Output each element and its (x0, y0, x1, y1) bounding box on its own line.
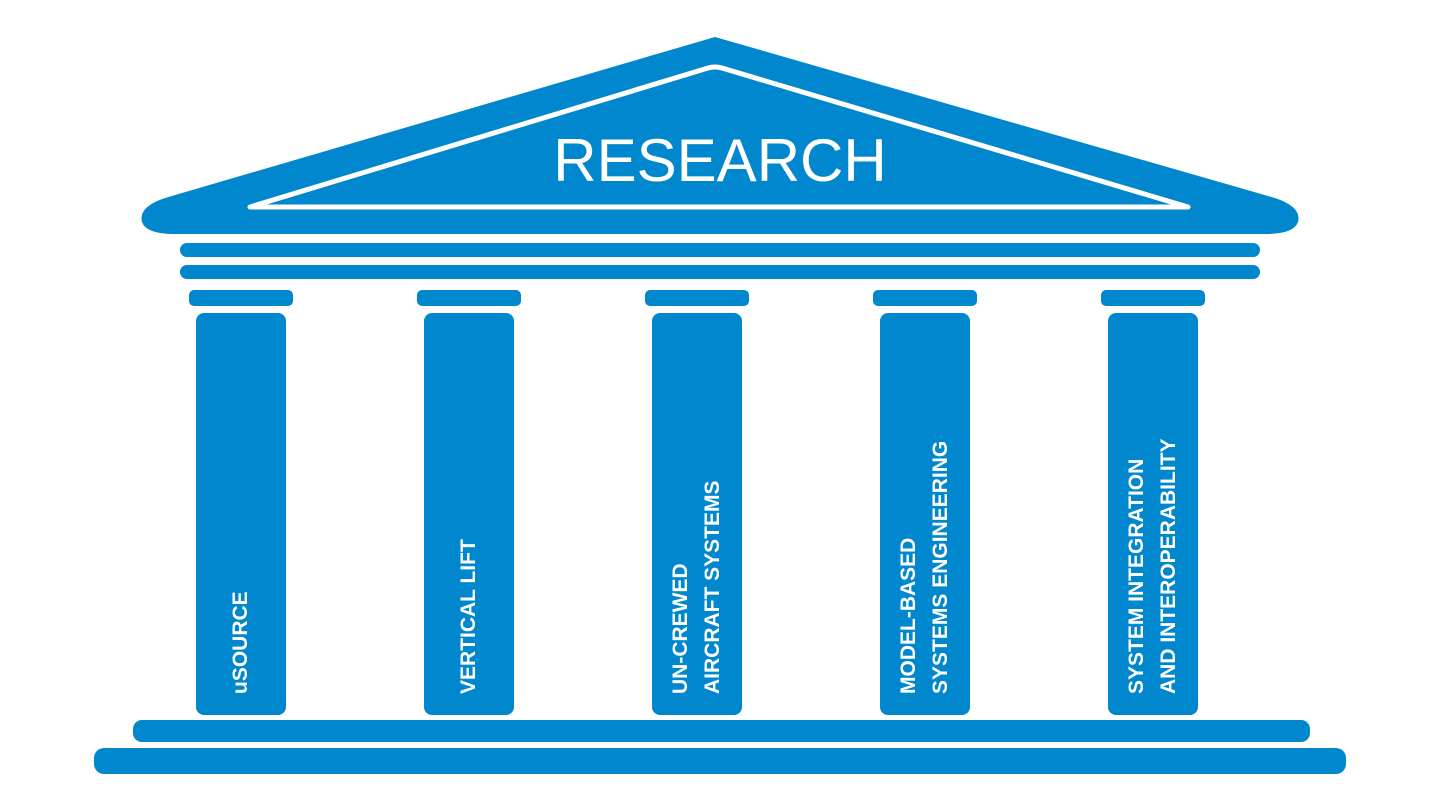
pillar-label-line: VERTICAL LIFT (457, 539, 480, 694)
base-step-lower (94, 748, 1346, 774)
pillar-shaft (196, 313, 286, 715)
pillar-shaft (1108, 313, 1198, 715)
pillar-capital (645, 290, 749, 306)
pillar-shaft (424, 313, 514, 715)
pillar-label-line: UN-CREWED (669, 563, 692, 694)
pillar-label-line: uSOURCE (229, 591, 252, 694)
roof-pediment (141, 37, 1299, 234)
pillar-shaft (652, 313, 742, 715)
entablature-band-bottom (180, 265, 1260, 279)
pillar-capital (417, 290, 521, 306)
roof-inner-outline (247, 64, 1191, 210)
base-step-upper (133, 720, 1310, 742)
pillar-shaft (880, 313, 970, 715)
pillar-capital (1101, 290, 1205, 306)
pillar-capital (873, 290, 977, 306)
pillar-capital (189, 290, 293, 306)
pillar-label-vertical-lift: VERTICAL LIFT (424, 334, 514, 694)
pillar-label-line: SYSTEMS ENGINEERING (929, 440, 952, 694)
pillar-label-model-based-systems-engineering: MODEL-BASED SYSTEMS ENGINEERING (880, 334, 970, 694)
roof-title: RESEARCH (553, 127, 887, 194)
entablature-band-top (180, 243, 1260, 257)
pillar-label-line: MODEL-BASED (897, 537, 920, 694)
pillar-label-system-integration: SYSTEM INTEGRATION AND INTEROPERABILITY (1108, 334, 1198, 694)
pillar-label-line: AIRCRAFT SYSTEMS (701, 480, 724, 694)
pillar-label-line: SYSTEM INTEGRATION (1125, 458, 1148, 694)
pillar-label-usource: uSOURCE (196, 334, 286, 694)
pillar-label-line: AND INTEROPERABILITY (1157, 438, 1180, 694)
pillar-label-uncrewed-aircraft-systems: UN-CREWED AIRCRAFT SYSTEMS (652, 334, 742, 694)
